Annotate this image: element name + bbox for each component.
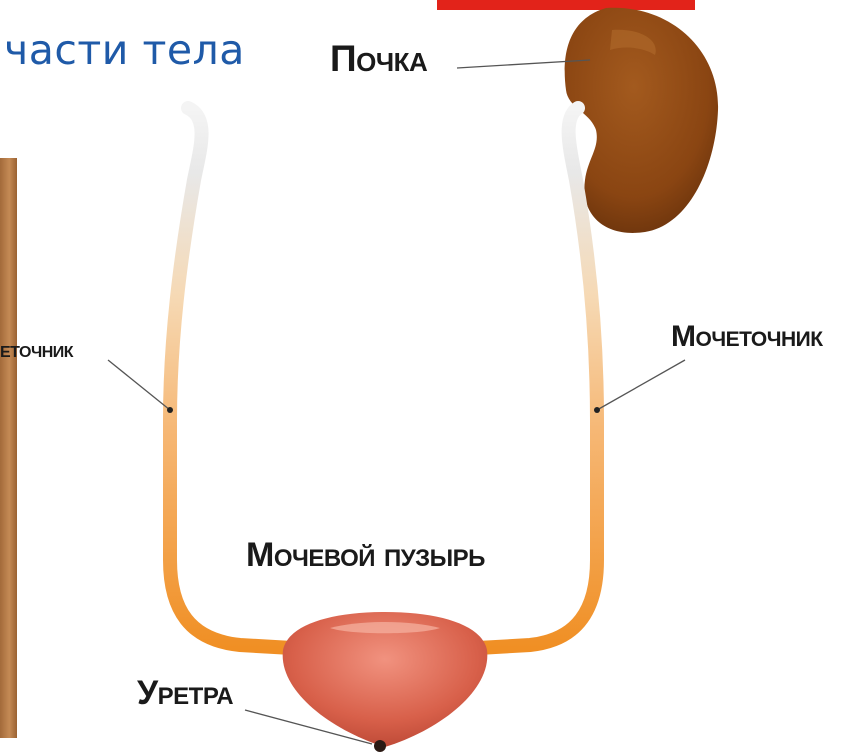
urethra-label: Уретра — [137, 674, 233, 713]
left-ureter-point — [167, 407, 173, 413]
ureter-right-label: Мочеточник — [671, 320, 823, 354]
kidney-label: Почка — [330, 38, 427, 80]
ureter-left-label: еточник — [0, 336, 73, 363]
left-ureter-leader-line — [108, 360, 170, 410]
bladder-label: Мочевой пузырь — [246, 536, 485, 575]
urethra-opening — [374, 740, 386, 752]
right-ureter-leader-line — [597, 360, 685, 410]
right-ureter — [478, 108, 597, 648]
right-ureter-point — [594, 407, 600, 413]
